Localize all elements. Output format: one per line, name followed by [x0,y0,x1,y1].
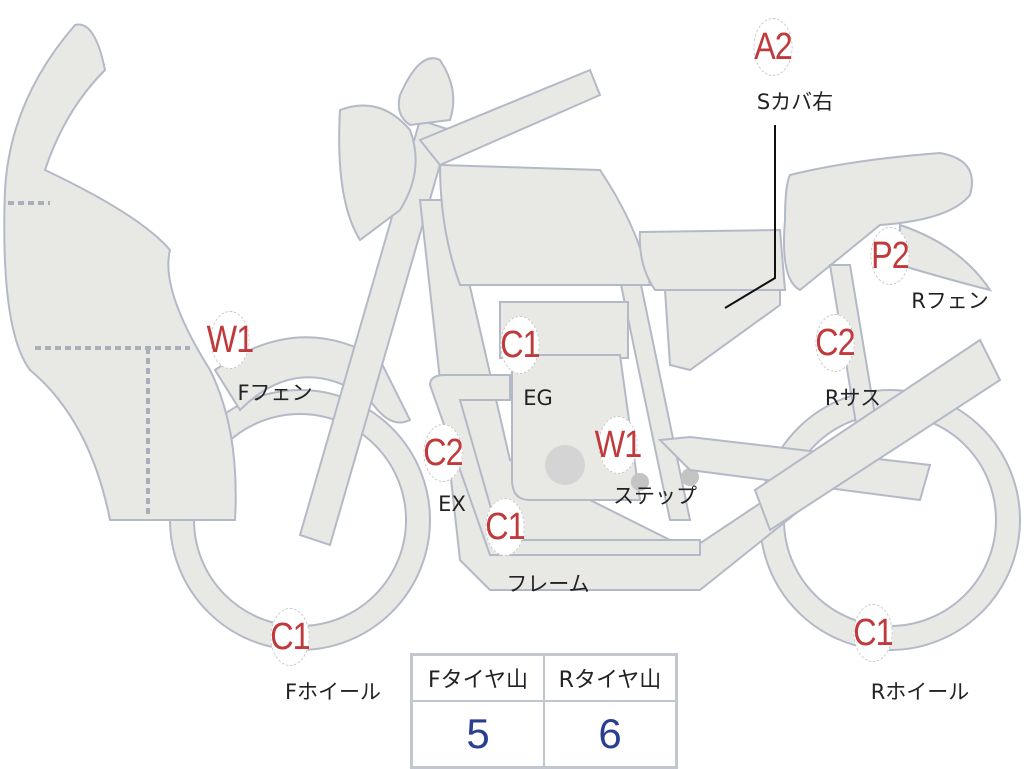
mirror [397,57,455,127]
leader-line [724,125,776,309]
part-label: Sカバ右 [756,90,834,114]
condition-code-badge[interactable]: P2 [870,227,910,285]
engine-cover [545,445,585,485]
muffler [753,338,1002,532]
condition-code-badge[interactable]: C2 [423,424,464,482]
exhaust [428,374,701,556]
front-fork [298,118,452,547]
part-label: Fホイール [284,680,382,704]
condition-code-badge[interactable]: C1 [853,604,894,662]
condition-code-badge[interactable]: C1 [270,608,311,666]
fairing [3,23,237,521]
part-label: フレーム [506,572,590,596]
part-label: Rフェン [911,289,989,313]
part-label: Rサス [824,386,882,410]
condition-code-badge[interactable]: W1 [595,416,642,474]
condition-code-badge[interactable]: W1 [207,311,254,369]
rear-tire-tread-value: 6 [543,700,678,769]
tire-tread-table: Fタイヤ山 Rタイヤ山 5 6 [410,653,678,769]
fairing-seam [8,201,190,515]
part-label: ステップ [613,484,697,508]
fuel-tank [438,163,652,286]
part-label: EX [438,492,466,516]
side-cover [663,289,781,372]
footpeg-2 [681,468,699,486]
part-label: Rホイール [870,680,970,704]
footpeg-1 [631,473,649,491]
handlebar [418,68,602,167]
rear-tire-tread-header: Rタイヤ山 [543,653,678,702]
tail [783,151,973,292]
condition-code-badge[interactable]: A2 [753,18,793,76]
front-tire-tread-value: 5 [410,700,545,769]
seat [638,228,787,291]
front-tire-tread-header: Fタイヤ山 [410,653,545,702]
condition-code-badge[interactable]: C1 [485,498,526,556]
part-label: EG [523,386,553,410]
rear-fender [899,223,993,292]
headlight [338,104,417,242]
condition-code-badge[interactable]: C1 [500,316,541,374]
condition-code-badge[interactable]: C2 [815,314,856,372]
part-label: Fフェン [237,381,313,405]
